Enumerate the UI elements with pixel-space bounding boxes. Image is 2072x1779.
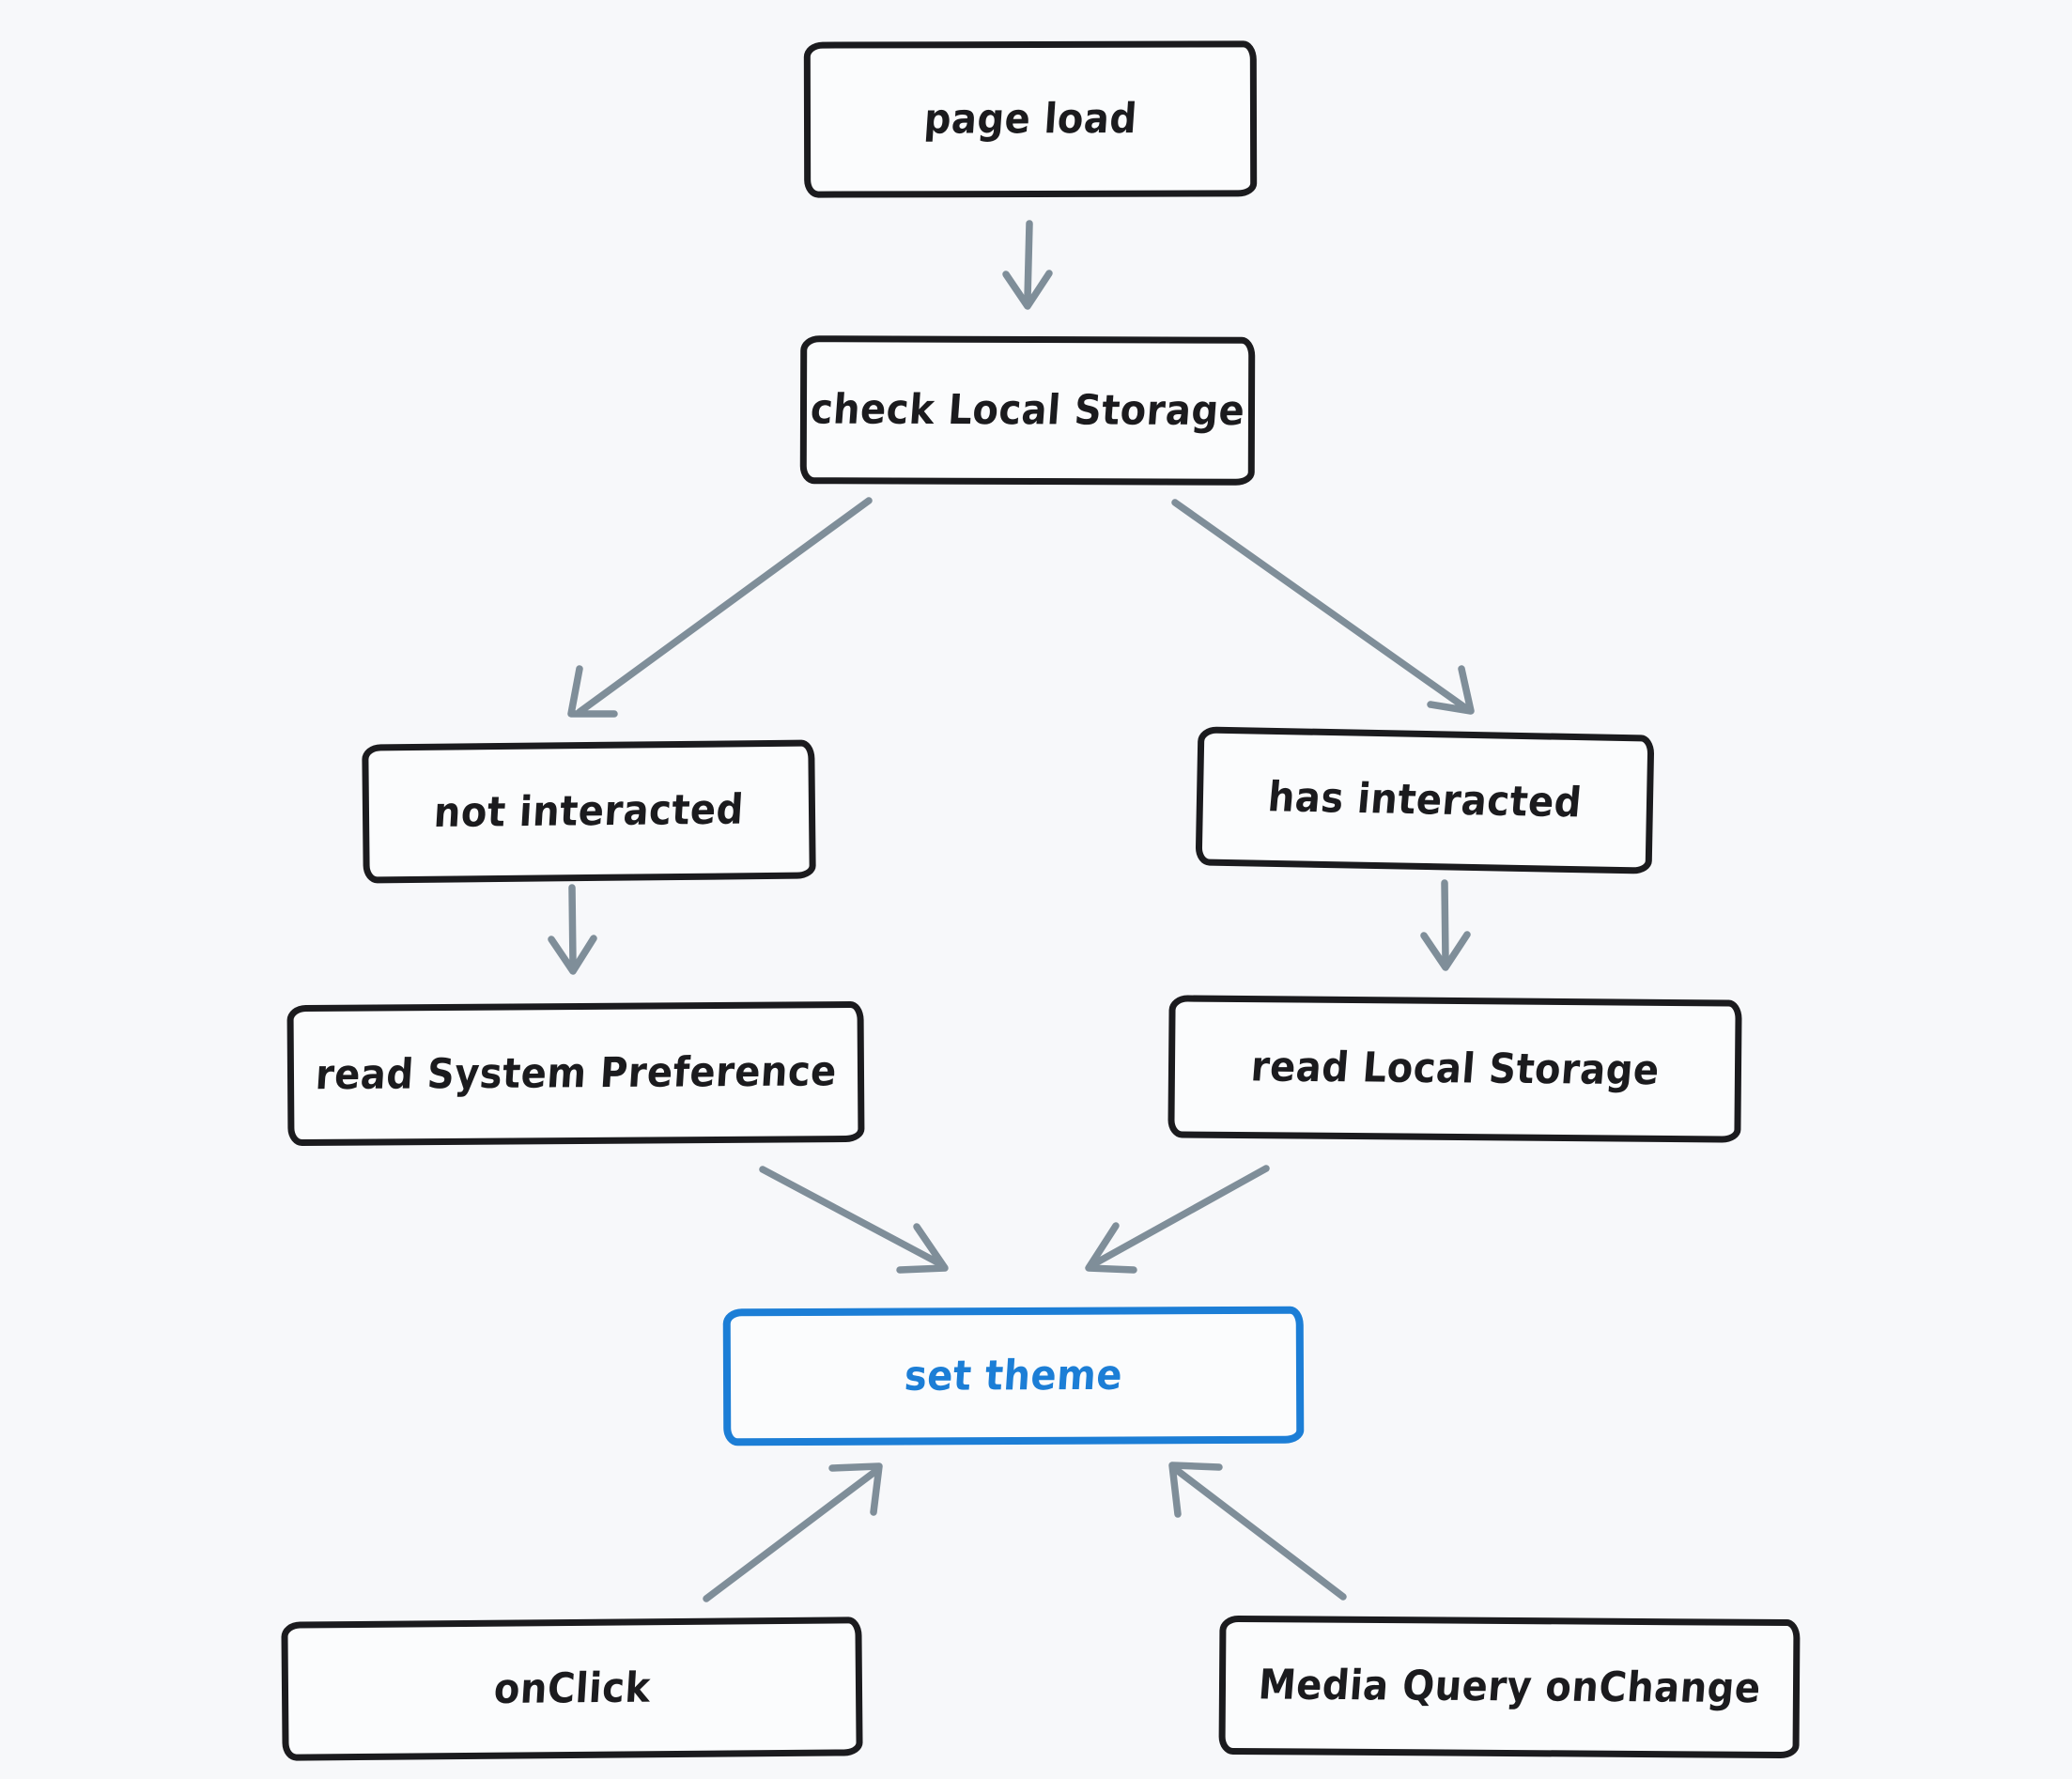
edge-has-interacted-to-read-local-storage — [1420, 879, 1471, 971]
node-page-load-label: page load — [921, 95, 1139, 144]
node-read-system-preference-label: read System Preference — [313, 1047, 838, 1100]
node-read-system-preference[interactable]: read System Preference — [286, 1000, 865, 1147]
edge-page-load-to-check-local-storage — [1002, 220, 1053, 310]
edge-read-local-storage-to-set-theme — [1085, 1165, 1270, 1274]
node-set-theme[interactable]: set theme — [722, 1306, 1305, 1446]
node-onclick[interactable]: onClick — [281, 1617, 863, 1761]
node-check-local-storage[interactable]: check Local Storage — [799, 335, 1256, 486]
node-read-local-storage-label: read Local Storage — [1248, 1043, 1662, 1095]
node-media-query-onchange[interactable]: Media Query onChange — [1218, 1615, 1801, 1759]
node-media-query-onchange-label: Media Query onChange — [1256, 1661, 1763, 1713]
edge-check-local-storage-to-not-interacted — [567, 497, 873, 718]
node-onclick-label: onClick — [492, 1663, 652, 1714]
edge-check-local-storage-to-has-interacted — [1171, 499, 1475, 715]
node-page-load[interactable]: page load — [803, 40, 1258, 198]
node-not-interacted-label: not interacted — [432, 785, 746, 838]
node-set-theme-label: set theme — [903, 1352, 1124, 1400]
node-not-interacted[interactable]: not interacted — [362, 739, 816, 884]
node-read-local-storage[interactable]: read Local Storage — [1167, 995, 1742, 1143]
edge-read-system-preference-to-set-theme — [759, 1166, 949, 1274]
edge-not-interacted-to-read-system-preference — [548, 884, 597, 975]
edge-onclick-to-set-theme — [703, 1462, 883, 1602]
node-has-interacted[interactable]: has interacted — [1195, 726, 1655, 874]
edge-media-query-onchange-to-set-theme — [1168, 1462, 1347, 1601]
node-has-interacted-label: has interacted — [1265, 773, 1585, 828]
node-check-local-storage-label: check Local Storage — [809, 385, 1246, 436]
